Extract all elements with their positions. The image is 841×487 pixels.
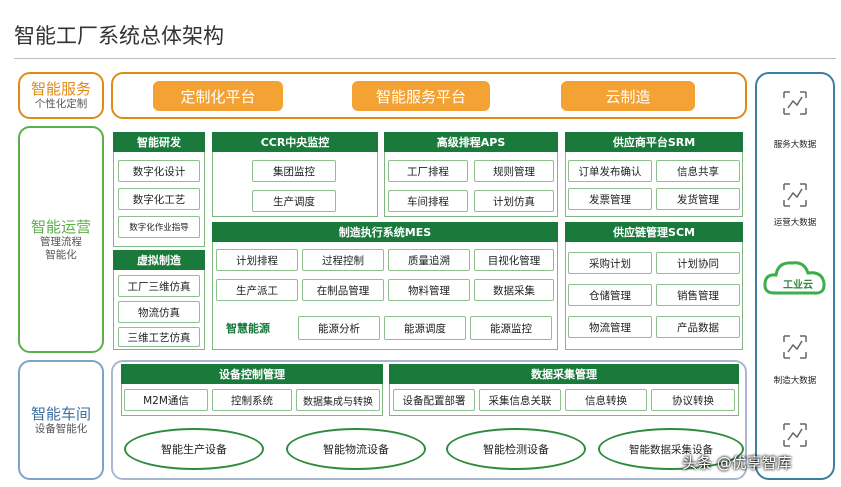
energy-item: 能源分析	[298, 316, 380, 340]
equipment-production: 智能生产设备	[124, 428, 264, 470]
layer-label-service: 智能服务 个性化定制	[18, 72, 104, 119]
scm-item: 产品数据	[656, 316, 740, 338]
aps-item: 车间排程	[388, 190, 468, 212]
equipment-logistics: 智能物流设备	[286, 428, 426, 470]
srm-item: 信息共享	[656, 160, 740, 182]
datacollect-item: 采集信息关联	[479, 389, 561, 411]
energy-item: 能源监控	[470, 316, 552, 340]
service-band	[111, 72, 747, 119]
bigdata-operation-label: 运营大数据	[773, 218, 817, 228]
rnd-item: 数字化作业指导	[118, 216, 200, 238]
device-item: 控制系统	[212, 389, 292, 411]
mes-item: 数据采集	[474, 279, 554, 301]
equipment-inspection: 智能检测设备	[446, 428, 586, 470]
layer-operation-subtitle-1: 管理流程	[40, 235, 82, 248]
layer-operation-subtitle-2: 智能化	[45, 248, 77, 261]
panel-srm-title: 供应商平台SRM	[565, 132, 743, 152]
mes-item: 生产派工	[216, 279, 298, 301]
equipment-data-collection: 智能数据采集设备	[598, 428, 744, 470]
chart-icon	[783, 423, 807, 447]
scm-item: 计划协同	[656, 252, 740, 274]
platform-custom: 定制化平台	[153, 81, 283, 111]
energy-item: 能源调度	[384, 316, 466, 340]
panel-scm-title: 供应链管理SCM	[565, 222, 743, 242]
virtual-item: 三维工艺仿真	[118, 327, 200, 347]
panel-virtual-title: 虚拟制造	[113, 250, 205, 270]
scm-item: 销售管理	[656, 284, 740, 306]
panel-mes-title: 制造执行系统MES	[212, 222, 558, 242]
energy-title: 智慧能源	[226, 322, 270, 335]
aps-item: 计划仿真	[474, 190, 554, 212]
layer-service-subtitle: 个性化定制	[34, 98, 88, 110]
scm-item: 物流管理	[568, 316, 652, 338]
ccr-item: 集团监控	[252, 160, 336, 182]
scm-item: 采购计划	[568, 252, 652, 274]
panel-datacollect-title: 数据采集管理	[389, 364, 739, 384]
device-item: M2M通信	[124, 389, 208, 411]
layer-workshop-title: 智能车间	[30, 404, 91, 423]
virtual-item: 工厂三维仿真	[118, 275, 200, 297]
workshop-band	[111, 360, 747, 480]
chart-icon	[783, 91, 807, 115]
device-item: 数据集成与转换	[296, 389, 380, 411]
right-bigdata-panel	[755, 72, 835, 480]
scm-item: 仓储管理	[568, 284, 652, 306]
platform-smart-service: 智能服务平台	[352, 81, 490, 111]
virtual-item: 物流仿真	[118, 301, 200, 323]
platform-cloud-manufacturing: 云制造	[561, 81, 695, 111]
mes-item: 计划排程	[216, 249, 298, 271]
bigdata-service-label: 服务大数据	[773, 140, 817, 150]
watermark: 头条 @优享智库	[682, 454, 792, 472]
layer-operation-title: 智能运营	[30, 217, 91, 236]
aps-item: 工厂排程	[388, 160, 468, 182]
layer-label-workshop: 智能车间 设备智能化	[18, 360, 104, 480]
datacollect-item: 设备配置部署	[393, 389, 475, 411]
panel-aps-title: 高级排程APS	[384, 132, 558, 152]
mes-item: 目视化管理	[474, 249, 554, 271]
layer-label-operation: 智能运营 管理流程 智能化	[18, 126, 104, 353]
panel-ccr-title: CCR中央监控	[212, 132, 378, 152]
ccr-item: 生产调度	[252, 190, 336, 212]
aps-item: 规则管理	[474, 160, 554, 182]
rnd-item: 数字化工艺	[118, 188, 200, 210]
bigdata-manufacturing-label: 制造大数据	[773, 376, 817, 386]
datacollect-item: 协议转换	[651, 389, 735, 411]
title-divider	[14, 58, 836, 59]
panel-device-title: 设备控制管理	[121, 364, 383, 384]
chart-icon	[783, 183, 807, 207]
page-title: 智能工厂系统总体架构	[14, 24, 224, 48]
mes-item: 在制品管理	[302, 279, 384, 301]
srm-item: 发票管理	[568, 188, 652, 210]
operation-band	[111, 126, 747, 353]
cloud-icon	[763, 261, 826, 295]
industrial-cloud-label: 工业云	[783, 280, 813, 291]
srm-item: 发货管理	[656, 188, 740, 210]
srm-item: 订单发布确认	[568, 160, 652, 182]
datacollect-item: 信息转换	[565, 389, 647, 411]
layer-service-title: 智能服务	[30, 80, 91, 98]
mes-item: 物料管理	[388, 279, 470, 301]
panel-rnd-title: 智能研发	[113, 132, 205, 152]
mes-item: 过程控制	[302, 249, 384, 271]
rnd-item: 数字化设计	[118, 160, 200, 182]
layer-workshop-subtitle: 设备智能化	[34, 422, 88, 435]
chart-icon	[783, 335, 807, 359]
mes-item: 质量追溯	[388, 249, 470, 271]
